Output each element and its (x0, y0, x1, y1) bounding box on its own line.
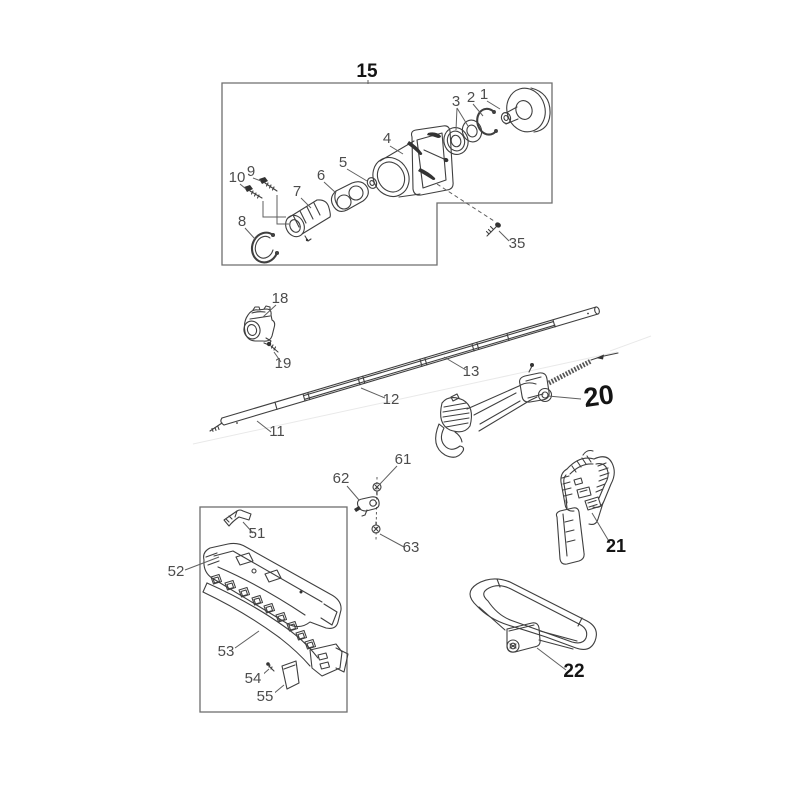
callout-part-8: 8 (238, 213, 246, 230)
callout-part-12: 12 (383, 391, 400, 408)
callout-part-18: 18 (272, 290, 289, 307)
screw-part-54 (266, 662, 275, 672)
callout-part-5: 5 (339, 154, 347, 171)
callout-part-53: 53 (218, 643, 235, 660)
throttle-cable-spring (547, 358, 593, 386)
label-54-backdrop (243, 671, 264, 685)
callout-part-13: 13 (463, 363, 480, 380)
callout-part-6: 6 (317, 167, 325, 184)
callout-part-7: 7 (293, 183, 301, 200)
bolt-position-leaders (262, 195, 289, 225)
harness-assembly-21 (555, 449, 615, 565)
faint-alignment-lines (192, 335, 652, 445)
callout-assembly-15: 15 (356, 61, 378, 82)
callout-part-35: 35 (509, 235, 526, 252)
callout-part-55: 55 (257, 688, 274, 705)
callout-part-11: 11 (269, 423, 285, 440)
loop-handle-assembly-22 (469, 578, 597, 653)
screw-part-19 (266, 341, 279, 353)
callout-part-3: 3 (452, 93, 460, 110)
bracket-part-51 (223, 509, 252, 527)
callout-part-9: 9 (247, 163, 255, 180)
cylinder-part-7 (285, 199, 331, 242)
washer-part-5 (366, 177, 378, 189)
callout-part-19: 19 (275, 355, 292, 372)
callout-part-54: 54 (245, 670, 262, 687)
callout-assembly-20: 20 (582, 379, 616, 413)
guard-assembly-box (199, 506, 348, 713)
callout-part-10: 10 (229, 169, 246, 186)
clutch-drum-part-1 (500, 87, 551, 133)
callout-part-62: 62 (333, 470, 350, 487)
callout-part-2: 2 (467, 89, 475, 106)
bearing-set-part-3 (443, 119, 483, 155)
c-ring-part-8 (250, 231, 280, 264)
callout-assembly-21: 21 (606, 536, 626, 556)
callout-assembly-22: 22 (563, 661, 584, 682)
callout-part-4: 4 (383, 130, 391, 147)
label-55-backdrop (254, 689, 275, 703)
bell-housing-part-4 (372, 125, 454, 198)
bolt-part-10 (244, 185, 263, 199)
callout-labels: 15 1 2 3 4 5 6 7 8 9 10 35 18 19 11 12 1… (168, 61, 626, 705)
coupler-part-18 (243, 305, 276, 346)
clutch-part-6 (330, 181, 369, 213)
hardware-parts-61-62-63 (354, 476, 382, 542)
cover-part-52 (203, 542, 342, 629)
callout-part-52: 52 (168, 563, 185, 580)
plate-part-55 (281, 660, 300, 690)
assembly-box-15 (221, 80, 553, 266)
callout-part-51: 51 (249, 525, 266, 542)
callout-leader-lines (184, 100, 611, 696)
toothed-strip-part-53 (202, 573, 349, 677)
strip-teeth (210, 573, 317, 650)
shaft-tube-parts-11-12-13 (209, 306, 600, 432)
screw-part-35 (436, 183, 501, 237)
callout-part-63: 63 (403, 539, 420, 556)
callout-part-1: 1 (480, 86, 488, 103)
throttle-handle-assembly-20 (435, 352, 619, 458)
callout-part-61: 61 (395, 451, 412, 468)
bolt-part-9 (259, 177, 278, 192)
